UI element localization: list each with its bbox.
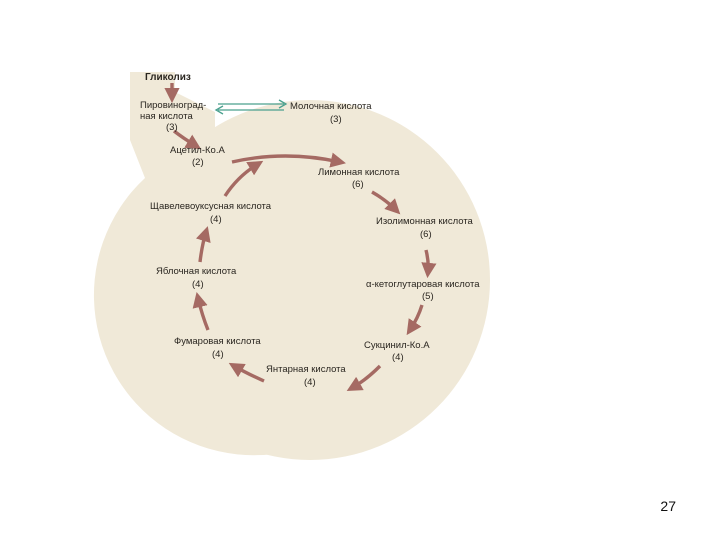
- arrow-ketoglutaric-succinylcoa: [406, 304, 424, 336]
- label-acetyl-coa: Ацетил-Ко.А: [170, 145, 225, 156]
- label-fumaric: Фумаровая кислота: [174, 336, 261, 347]
- double-arrow-pyruvate-lactate: [214, 99, 288, 115]
- arrow-oxaloacetic-acetylcoa: [223, 160, 264, 197]
- page-number: 27: [660, 498, 676, 514]
- number-acetyl-coa: (2): [192, 157, 204, 168]
- label-ketoglutaric: α-кетоглутаровая кислота: [366, 279, 480, 290]
- arrow-acetylcoa-citric: [231, 152, 346, 168]
- number-ketoglutaric: (5): [422, 291, 434, 302]
- label-isocitric: Изолимонная кислота: [376, 216, 473, 227]
- label-pyruvate-line1: Пировиноград-: [140, 100, 207, 111]
- number-malic: (4): [192, 279, 204, 290]
- label-citric: Лимонная кислота: [318, 167, 400, 178]
- number-oxaloacetic: (4): [210, 214, 222, 225]
- label-pyruvate-line2: ная кислота: [140, 111, 193, 122]
- label-lactate: Молочная кислота: [290, 101, 372, 112]
- arrow-succinic-fumaric: [228, 362, 265, 383]
- number-succinic: (4): [304, 377, 316, 388]
- arrow-malic-oxaloacetic: [195, 226, 211, 263]
- label-oxaloacetic: Щавелевоуксусная кислота: [150, 201, 272, 212]
- arrow-isocitric-ketoglutaric: [421, 249, 437, 279]
- arrow-citric-isocitric: [371, 190, 401, 215]
- label-succinic: Янтарная кислота: [266, 364, 346, 375]
- number-pyruvate: (3): [166, 122, 178, 133]
- label-glycolysis: Гликолиз: [145, 72, 191, 83]
- label-succinyl-coa: Сукцинил-Ко.А: [364, 340, 430, 351]
- number-isocitric: (6): [420, 229, 432, 240]
- number-succinyl-coa: (4): [392, 352, 404, 363]
- arrow-succinylcoa-succinic: [346, 364, 382, 392]
- number-fumaric: (4): [212, 349, 224, 360]
- label-malic: Яблочная кислота: [156, 266, 237, 277]
- number-lactate: (3): [330, 114, 342, 125]
- arrow-pyruvate-acetylcoa: [172, 129, 202, 150]
- background-circle: [130, 100, 490, 460]
- number-citric: (6): [352, 179, 364, 190]
- arrow-fumaric-malic: [192, 292, 210, 331]
